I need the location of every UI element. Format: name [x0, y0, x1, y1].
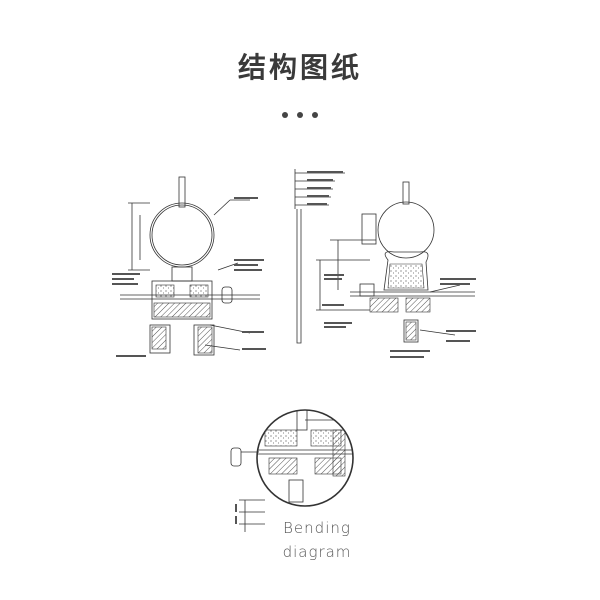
flex-tail-drawing	[294, 169, 345, 344]
dot-icon	[312, 112, 319, 118]
decorative-dots	[0, 103, 600, 122]
dot-icon	[281, 112, 288, 118]
side-view-drawing	[316, 181, 476, 358]
front-view-drawing	[112, 176, 266, 357]
caption-line-1: Bending	[283, 519, 351, 537]
dot-icon	[297, 112, 303, 118]
bending-detail-drawing	[230, 409, 354, 532]
caption-line-2: diagram	[282, 543, 352, 561]
page-title: 结构图纸	[237, 51, 362, 84]
